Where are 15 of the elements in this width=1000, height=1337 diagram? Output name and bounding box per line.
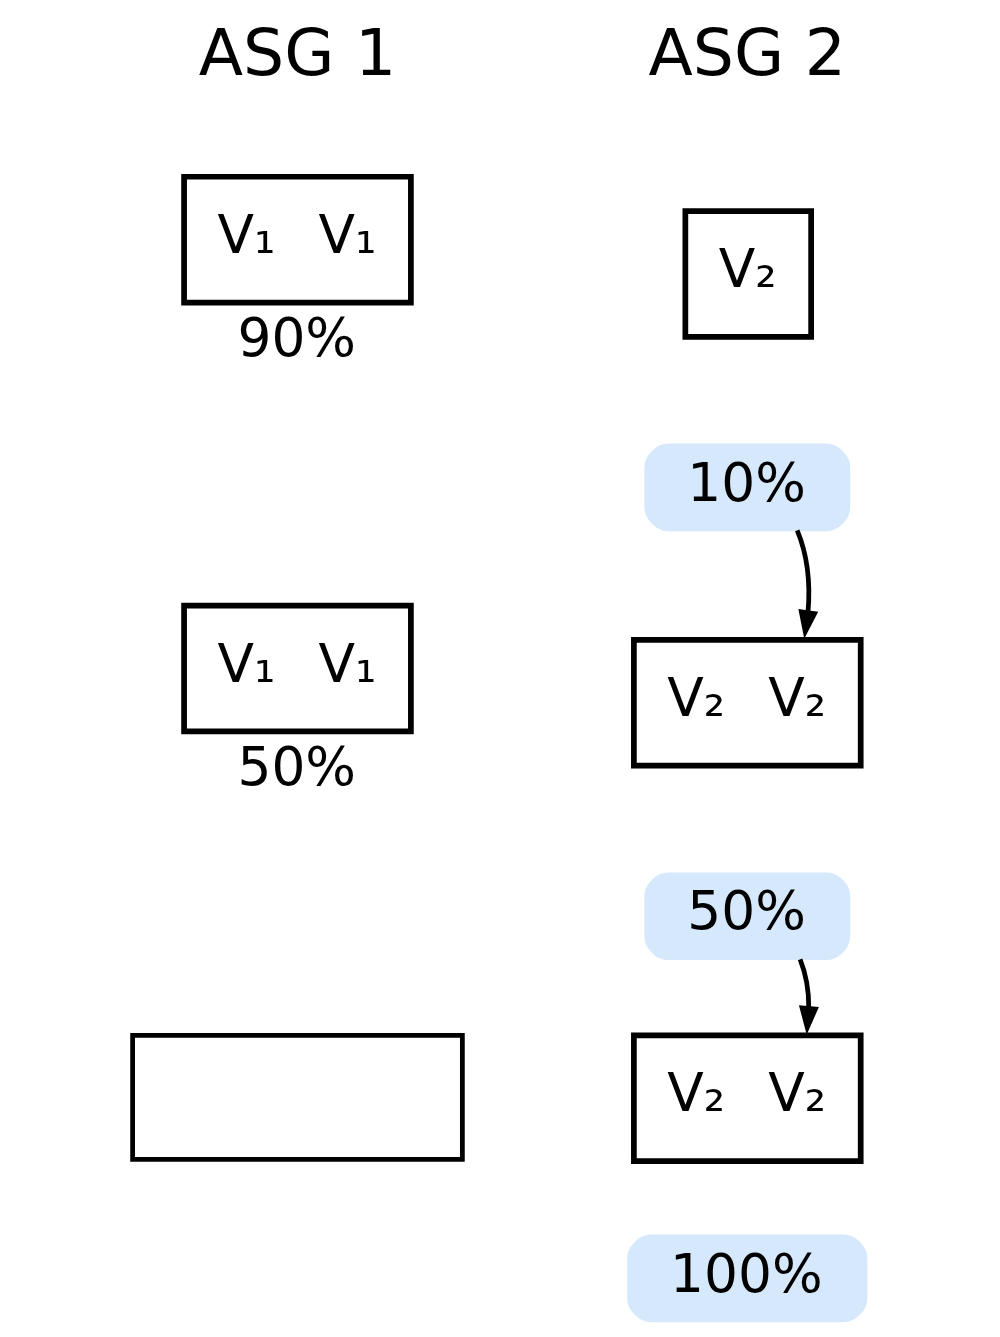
label: ASG 1 (198, 15, 397, 91)
node-box: V₁ V₁ (181, 173, 414, 306)
node-box: 50% (644, 872, 851, 961)
label: ASG 2 (648, 15, 847, 91)
node-label: 50% (237, 734, 357, 798)
node-box: 100% (627, 1234, 868, 1323)
node-label: 90% (237, 305, 357, 369)
node-box: 10% (644, 443, 851, 532)
node-box: V₂ V₂ (631, 637, 864, 769)
arrow (795, 529, 819, 639)
arrow (797, 958, 819, 1035)
node-box: V₁ V₁ (181, 602, 414, 735)
node-box: V₂ (682, 208, 814, 340)
node-box: V₂ V₂ (631, 1032, 864, 1165)
node-box (130, 1033, 465, 1162)
